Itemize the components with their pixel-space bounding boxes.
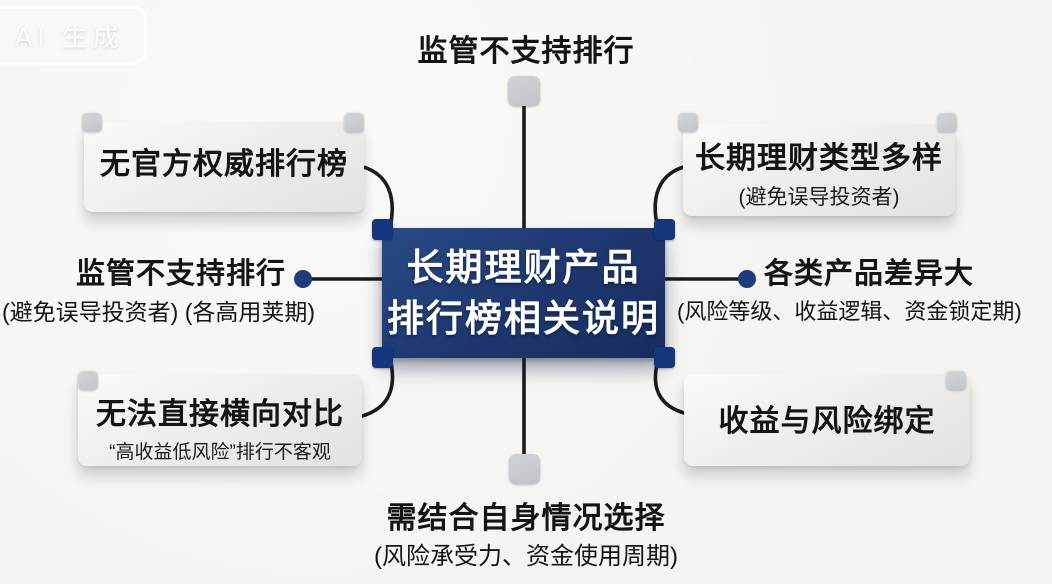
- center-topic-line2: 排行榜相关说明: [387, 298, 660, 339]
- center-topic-card: 长期理财产品 排行榜相关说明: [382, 228, 665, 358]
- node-card-bottom-right: 收益与风险绑定: [684, 374, 970, 466]
- node-top-title: 监管不支持排行: [417, 35, 635, 68]
- pin-icon: [82, 112, 102, 132]
- center-topic-line1: 长期理财产品: [406, 247, 641, 288]
- pin-icon: [937, 112, 957, 132]
- node-subtitle: (避免误导投资者): [738, 186, 900, 209]
- pin-icon: [946, 370, 966, 390]
- bullet-dot-icon: [738, 270, 756, 288]
- node-right-title: 各类产品差异大: [764, 258, 975, 290]
- connector-square-icon: [508, 76, 540, 106]
- corner-handle-icon: [654, 347, 675, 368]
- node-title: 长期理财类型多样: [695, 142, 943, 175]
- connector-square-icon: [509, 454, 540, 484]
- node-left-subtitle: (避免误导投资者) (各高用荚期): [2, 299, 316, 325]
- corner-handle-icon: [372, 347, 393, 368]
- node-card-bottom-left: 无法直接横向对比 “高收益低风险”排行不客观: [78, 374, 362, 466]
- corner-handle-icon: [372, 219, 393, 240]
- node-title: 无官方权威排行榜: [100, 148, 348, 181]
- ai-generated-badge: AI 生成: [0, 6, 147, 65]
- node-bottom-title: 需结合自身情况选择: [386, 502, 666, 535]
- node-subtitle: “高收益低风险”排行不客观: [109, 442, 331, 463]
- node-bottom-subtitle: (风险承受力、资金使用周期): [374, 543, 678, 570]
- bullet-dot-icon: [294, 270, 312, 288]
- node-card-top-left: 无官方权威排行榜: [84, 122, 364, 212]
- node-card-top-right: 长期理财类型多样 (避免误导投资者): [683, 124, 955, 216]
- pin-icon: [678, 112, 698, 132]
- pin-icon: [344, 112, 364, 132]
- node-left-title: 监管不支持排行: [76, 258, 287, 290]
- node-right-subtitle: (风险等级、收益逻辑、资金锁定期): [677, 299, 1022, 324]
- node-title: 收益与风险绑定: [718, 405, 936, 438]
- corner-handle-icon: [654, 219, 675, 240]
- node-title: 无法直接横向对比: [96, 398, 344, 431]
- pin-icon: [78, 370, 98, 390]
